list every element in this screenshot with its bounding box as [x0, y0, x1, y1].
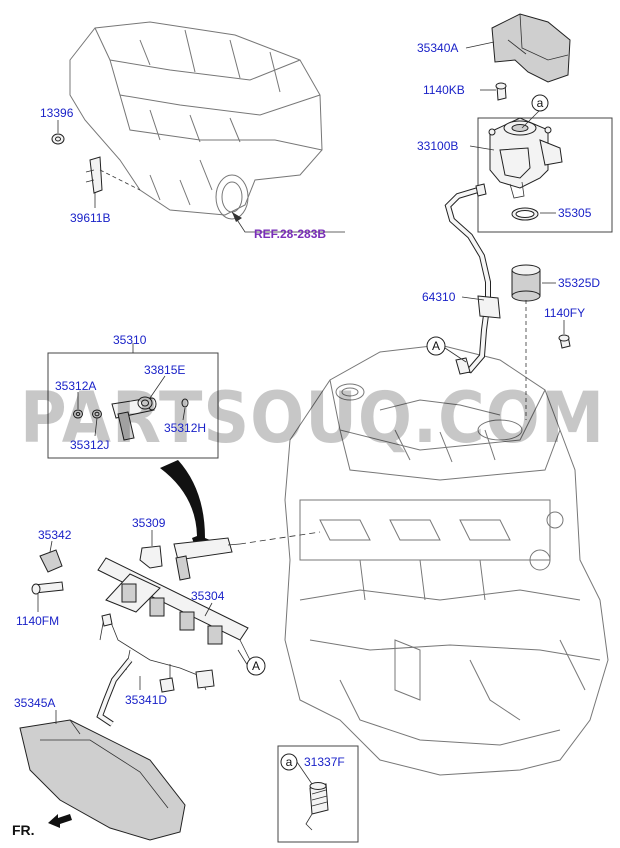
label-33815E[interactable]: 33815E: [144, 363, 185, 377]
bolt-1140KB: [495, 82, 507, 101]
sleeve-35325D: [511, 264, 541, 302]
bolt-31337F: [305, 782, 329, 831]
wiring-35341D: [99, 613, 215, 693]
detail-box-31337F: [277, 745, 359, 843]
pump-cover-35340A: [491, 13, 571, 83]
pointer-arrow: [160, 460, 210, 555]
label-35325D[interactable]: 35325D: [558, 276, 600, 290]
svg-text:a: a: [537, 96, 544, 110]
clip-35309: [139, 545, 163, 569]
fuel-rail-35304: [97, 557, 251, 661]
svg-text:A: A: [252, 659, 260, 673]
bracket-35342: [39, 549, 63, 573]
injector-35309: [173, 537, 241, 581]
o-ring-35305: [511, 207, 539, 221]
ring-35312H: [137, 396, 189, 410]
label-31337F[interactable]: 31337F: [304, 755, 345, 769]
label-35309[interactable]: 35309: [132, 516, 166, 530]
label-1140FY[interactable]: 1140FY: [544, 306, 585, 320]
label-35304[interactable]: 35304: [191, 589, 225, 603]
label-35312J[interactable]: 35312J: [70, 438, 109, 452]
bracket-39611B: [85, 156, 103, 194]
bolt-1140FY: [558, 334, 571, 349]
callout-A-lower: A: [246, 656, 266, 676]
pipe-35341D: [96, 658, 133, 727]
label-35312H[interactable]: 35312H: [164, 421, 206, 435]
nut-13396: [51, 133, 65, 145]
label-39611B[interactable]: 39611B: [70, 211, 110, 225]
label-35305[interactable]: 35305: [558, 206, 592, 220]
engine-block: [284, 344, 609, 776]
label-64310[interactable]: 64310: [422, 290, 456, 304]
label-13396[interactable]: 13396: [40, 106, 74, 120]
watermark: PARTSOUQ.COM: [20, 377, 605, 459]
fuel-pump-33100B: [488, 117, 563, 199]
label-35342[interactable]: 35342: [38, 528, 72, 542]
label-1140FM[interactable]: 1140FM: [16, 614, 59, 628]
label-33100B[interactable]: 33100B: [417, 139, 458, 153]
seal-35312A: [73, 409, 83, 419]
callout-a-detail: a: [280, 753, 298, 771]
label-35341D[interactable]: 35341D: [125, 693, 167, 707]
leader-lines: [37, 41, 565, 785]
front-arrow: [48, 814, 72, 828]
label-35312A[interactable]: 35312A: [55, 379, 96, 393]
label-35340A[interactable]: 35340A: [417, 41, 458, 55]
svg-text:a: a: [286, 755, 293, 769]
svg-text:A: A: [432, 339, 440, 353]
reference-link[interactable]: REF.28-283B: [254, 227, 326, 241]
callout-a-upper: a: [531, 94, 549, 112]
front-direction-label: FR.: [12, 822, 35, 838]
fuel-pipe-64310: [444, 183, 501, 375]
intake-manifold: [69, 21, 323, 220]
label-35345A[interactable]: 35345A: [14, 696, 55, 710]
label-1140KB[interactable]: 1140KB: [423, 83, 465, 97]
cover-35345A: [19, 719, 186, 841]
callout-A-upper: A: [426, 336, 446, 356]
bolt-1140FM: [31, 581, 64, 595]
seal-35312J: [92, 409, 102, 419]
label-35310[interactable]: 35310: [113, 333, 147, 347]
